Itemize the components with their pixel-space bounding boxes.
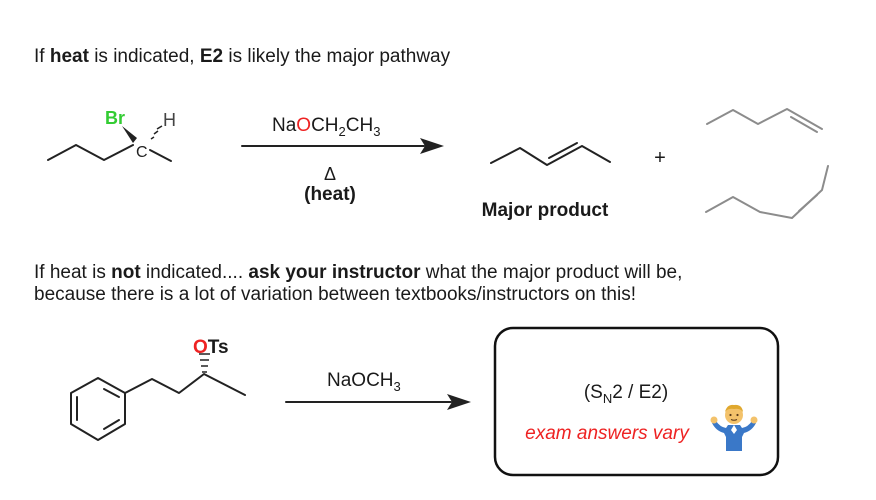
answer-box [493, 326, 780, 477]
hashed-bond-h [150, 125, 163, 140]
minor-product-1-pentene [706, 108, 823, 130]
heading1-text: is indicated, [88, 46, 200, 67]
major-product-double-bond [548, 142, 578, 159]
plus-sign: + [654, 147, 666, 169]
atom-ots: OTs [193, 337, 229, 358]
benzene-ring-icon [70, 377, 126, 441]
reaction-arrow-icon [420, 138, 444, 154]
shrug-emoji-icon [710, 404, 758, 451]
exam-note: exam answers vary [525, 423, 690, 444]
heading-ask-instructor: If heat is not indicated.... ask your in… [34, 261, 682, 284]
atom-br: Br [105, 108, 125, 128]
substrate2-chain [124, 373, 246, 396]
hashed-bond-ots [199, 353, 210, 373]
minor-product-cis-double-bond [798, 194, 818, 212]
benzene-double-bond [103, 388, 120, 398]
heading1-heat: heat [49, 46, 89, 67]
minor-product-1-pentene-double-bond [790, 116, 818, 133]
substrate1-chain [47, 144, 134, 161]
delta-symbol: Δ [324, 164, 336, 184]
reagent1-label: NaOCH2CH3 [272, 115, 380, 139]
heading1-e2: E2 [199, 46, 224, 67]
sn2-e2-label: (SN2 / E2) [584, 382, 668, 406]
atom-c: C [136, 144, 148, 161]
major-product-alkene [490, 145, 611, 166]
heading2-text: If heat is [34, 262, 112, 283]
reagent2-label: NaOCH3 [327, 370, 401, 394]
heading2-not: not [111, 262, 141, 283]
heat-label: (heat) [304, 184, 356, 205]
minor-product-cis-2-pentene [705, 165, 829, 219]
heading2-line2: because there is a lot of variation betw… [34, 284, 636, 305]
heading-heat-e2: If heat is indicated, E2 is likely the m… [34, 45, 450, 68]
heading2-text: indicated.... [140, 262, 249, 283]
substrate1-methyl [149, 149, 172, 162]
reaction-arrow-icon [447, 394, 471, 410]
wedge-bond-br [122, 126, 137, 143]
heading2-ask: ask your instructor [248, 262, 421, 283]
heading-variation: because there is a lot of variation betw… [34, 283, 636, 306]
heading1-text: If [34, 46, 50, 67]
heading1-text: is likely the major pathway [223, 46, 451, 67]
benzene-double-bond [103, 419, 120, 430]
major-product-label: Major product [482, 200, 609, 221]
heading2-text: what the major product will be, [420, 262, 683, 283]
atom-h: H [163, 110, 176, 130]
